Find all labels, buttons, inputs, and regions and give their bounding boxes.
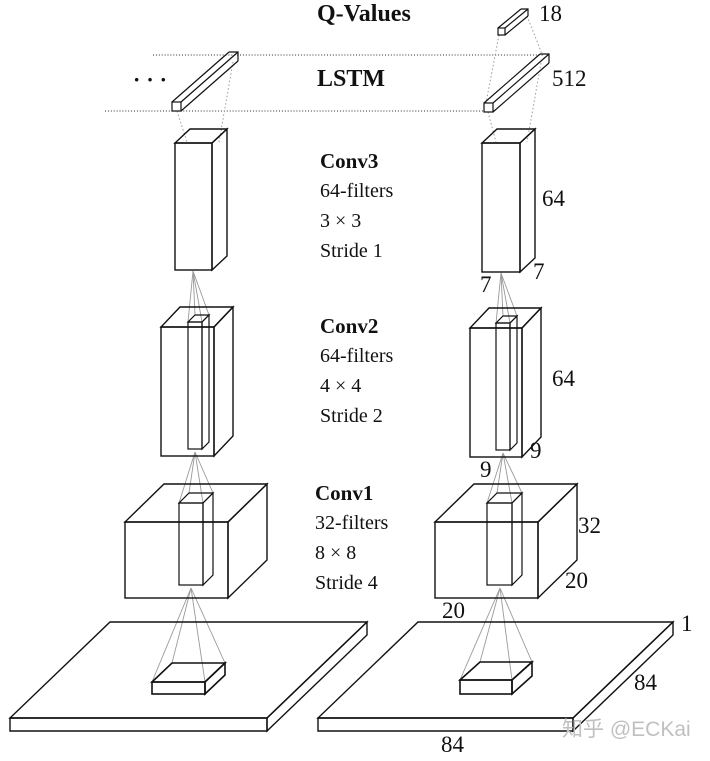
conv3-box-right bbox=[480, 127, 537, 274]
conv3-stride: Stride 1 bbox=[320, 240, 383, 262]
conv1-filter-slab-left bbox=[177, 491, 215, 587]
conv2-box-right bbox=[468, 306, 543, 459]
conv2-kernel: 4 × 4 bbox=[320, 375, 362, 397]
receptive-field-fans bbox=[151, 270, 533, 683]
recurrent-dotted-lines bbox=[105, 54, 543, 112]
lstm-bar-right bbox=[483, 53, 550, 113]
conv3-conv2-fan-right bbox=[495, 272, 518, 324]
conv2-out-width-label: 9 bbox=[530, 438, 542, 463]
conv1-input-fan-left bbox=[151, 587, 226, 683]
conv2-filters: 64-filters bbox=[320, 345, 394, 367]
conv2-conv1-fan-right bbox=[486, 452, 523, 504]
q-to-lstm-connector bbox=[485, 15, 543, 104]
conv3-out-width-label: 7 bbox=[533, 259, 545, 284]
conv1-input-fan-right bbox=[459, 587, 533, 681]
conv1-channels-label: 32 bbox=[578, 513, 601, 538]
input-channels-label: 1 bbox=[681, 611, 693, 636]
conv3-box-left bbox=[173, 127, 229, 272]
conv1-box-left bbox=[123, 482, 269, 600]
conv3-filters: 64-filters bbox=[320, 180, 394, 202]
conv2-filter-slab-left bbox=[186, 313, 211, 451]
conv3-kernel: 3 × 3 bbox=[320, 210, 362, 232]
conv1-box-right bbox=[433, 482, 579, 600]
conv2-channels-label: 64 bbox=[552, 366, 575, 391]
conv1-name: Conv1 bbox=[315, 481, 374, 505]
q-values-units-label: 18 bbox=[539, 1, 562, 26]
conv2-box-left bbox=[159, 305, 235, 458]
lstm-units-label: 512 bbox=[552, 66, 587, 91]
input-height-label: 84 bbox=[634, 670, 657, 695]
input-patch-right bbox=[457, 660, 535, 696]
lstm-bar-left bbox=[171, 51, 239, 112]
input-plane-right bbox=[316, 620, 675, 733]
conv1-out-height-label: 20 bbox=[442, 598, 465, 623]
conv1-filter-slab-right bbox=[485, 491, 524, 587]
conv3-name: Conv3 bbox=[320, 149, 379, 173]
conv3-out-height-label: 7 bbox=[480, 272, 492, 297]
conv1-stride: Stride 4 bbox=[315, 572, 378, 594]
conv2-conv1-fan-left bbox=[178, 451, 214, 504]
conv1-kernel: 8 × 8 bbox=[315, 542, 357, 564]
conv1-out-width-label: 20 bbox=[565, 568, 588, 593]
conv3-channels-label: 64 bbox=[542, 186, 565, 211]
conv2-stride: Stride 2 bbox=[320, 405, 383, 427]
conv2-name: Conv2 bbox=[320, 314, 379, 338]
input-width-label: 84 bbox=[441, 732, 464, 757]
q-values-title: Q-Values bbox=[317, 1, 411, 27]
conv2-out-height-label: 9 bbox=[480, 457, 492, 482]
q-values-bar bbox=[497, 8, 529, 36]
conv2-description: Conv2 64-filters 4 × 4 Stride 2 bbox=[320, 311, 393, 431]
conv2-filter-slab-right bbox=[494, 314, 519, 452]
input-patch-left bbox=[149, 661, 228, 696]
watermark: 知乎 @ECKai bbox=[562, 718, 691, 741]
dotted-connectors bbox=[176, 15, 543, 143]
input-plane-left bbox=[8, 620, 369, 733]
conv1-filters: 32-filters bbox=[315, 512, 389, 534]
conv3-description: Conv3 64-filters 3 × 3 Stride 1 bbox=[320, 146, 393, 266]
lstm-timestep-ellipsis: ··· bbox=[133, 67, 174, 92]
lstm-title: LSTM bbox=[317, 66, 386, 92]
conv1-description: Conv1 32-filters 8 × 8 Stride 4 bbox=[315, 478, 388, 598]
conv3-conv2-fan-left bbox=[187, 270, 210, 323]
lstm-to-conv3-connector-left bbox=[176, 61, 234, 143]
lstm-to-conv3-connector-right bbox=[487, 62, 542, 143]
